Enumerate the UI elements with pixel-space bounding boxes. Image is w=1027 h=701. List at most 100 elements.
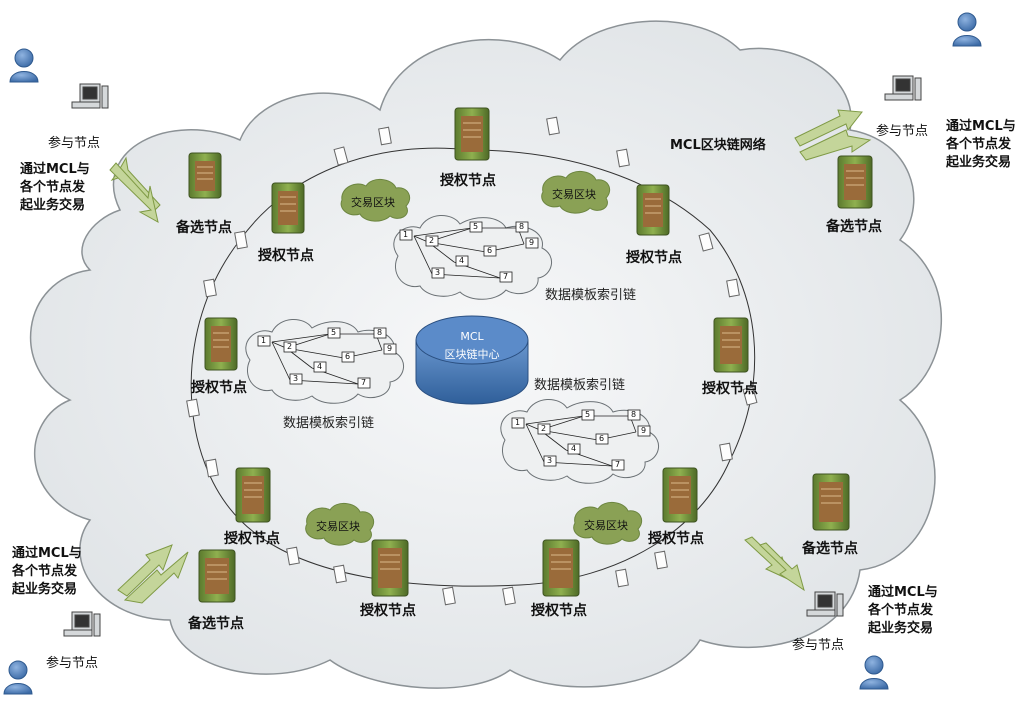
chain-node-9: 9: [387, 344, 393, 353]
chain-node-9: 9: [641, 426, 647, 435]
computer-icon: [71, 83, 109, 109]
hub-label-center: 区块链中心: [444, 348, 500, 361]
index-chain-graphs: [257, 221, 651, 471]
chain-node-9: 9: [529, 238, 535, 247]
chain-node-6: 6: [345, 352, 351, 361]
authorized-node-label: 授权节点: [360, 603, 416, 619]
chain-graph: [399, 221, 539, 283]
chain-node-6: 6: [487, 246, 493, 255]
document-icon: [186, 398, 200, 418]
server-icon: [271, 182, 305, 234]
server-icons: [188, 107, 873, 603]
chain-node-4: 4: [317, 362, 323, 371]
chain-node-8: 8: [631, 410, 637, 419]
document-icon: [698, 232, 714, 252]
authorized-node-label: 授权节点: [258, 248, 314, 264]
chain-node-3: 3: [547, 456, 553, 465]
server-icon: [204, 317, 238, 371]
chain-node-8: 8: [519, 222, 525, 231]
document-icon: [726, 278, 740, 298]
transaction-note: 通过MCL与 各个节点发 起业务交易: [946, 119, 1016, 170]
transaction-block-label: 交易区块: [316, 520, 360, 533]
user-icon: [859, 655, 889, 690]
candidate-node-label: 备选节点: [826, 219, 882, 235]
double-arrow-icon: [109, 109, 872, 604]
document-icon: [205, 458, 219, 478]
hub-label-mcl: MCL: [460, 330, 484, 343]
computer-icon: [884, 75, 922, 101]
server-icon: [188, 152, 222, 199]
document-icon: [234, 230, 248, 250]
candidate-node-label: 备选节点: [176, 220, 232, 236]
participant-node-label: 参与节点: [876, 124, 929, 139]
chain-node-7: 7: [615, 460, 621, 469]
transaction-block-label: 交易区块: [351, 196, 395, 209]
authorized-node-label: 授权节点: [440, 173, 496, 189]
server-icon: [812, 473, 850, 531]
transaction-note: 通过MCL与 各个节点发 起业务交易: [20, 162, 90, 213]
user-icons: [3, 12, 982, 695]
server-icon: [235, 467, 271, 523]
computer-icon: [63, 611, 101, 637]
chain-node-4: 4: [459, 256, 465, 265]
candidate-node-label: 备选节点: [188, 616, 244, 632]
document-icon: [719, 442, 733, 462]
network-title: MCL区块链网络: [670, 138, 766, 153]
transaction-cloud: [573, 502, 643, 545]
document-icon: [502, 586, 516, 606]
server-icon: [662, 467, 698, 523]
authorized-node-label: 授权节点: [531, 603, 587, 619]
chain-node-1: 1: [515, 418, 521, 427]
authorized-node-label: 授权节点: [191, 380, 247, 396]
document-icons: [186, 116, 758, 606]
transaction-cloud: [340, 179, 411, 222]
chain-node-6: 6: [599, 434, 605, 443]
authorized-node-label: 授权节点: [648, 531, 704, 547]
index-chain-label: 数据模板索引链: [534, 378, 626, 393]
user-icon: [3, 660, 33, 695]
index-chain-label: 数据模板索引链: [283, 416, 375, 431]
chain-node-5: 5: [331, 328, 337, 337]
document-icon: [203, 278, 217, 298]
chain-graph: [511, 409, 651, 471]
chain-graph: [257, 327, 397, 389]
chain-node-5: 5: [585, 410, 591, 419]
authorized-node-label: 授权节点: [224, 531, 280, 547]
chain-node-8: 8: [377, 328, 383, 337]
authorized-node-label: 授权节点: [626, 250, 682, 266]
transaction-note: 通过MCL与 各个节点发 起业务交易: [12, 546, 82, 597]
server-icon: [837, 155, 873, 209]
chain-node-3: 3: [435, 268, 441, 277]
participant-node-label: 参与节点: [792, 638, 845, 653]
document-icon: [546, 116, 560, 136]
document-icon: [378, 126, 392, 146]
chain-node-5: 5: [473, 222, 479, 231]
database-icon: [415, 315, 529, 405]
candidate-node-label: 备选节点: [802, 541, 858, 557]
computer-icons: [63, 75, 922, 637]
chain-node-1: 1: [403, 230, 409, 239]
server-icon: [198, 549, 236, 603]
chain-node-1: 1: [261, 336, 267, 345]
user-icon: [952, 12, 982, 47]
document-icon: [616, 148, 630, 168]
server-icon: [713, 317, 749, 373]
document-icon: [615, 568, 629, 588]
document-icon: [286, 546, 300, 566]
chain-node-7: 7: [361, 378, 367, 387]
document-icon: [333, 564, 347, 584]
server-icon: [454, 107, 490, 161]
transaction-note: 通过MCL与 各个节点发 起业务交易: [868, 585, 938, 636]
transaction-block-label: 交易区块: [552, 188, 596, 201]
transaction-cloud: [541, 171, 611, 214]
user-icon: [9, 48, 39, 83]
server-icon: [542, 539, 580, 597]
server-icon: [636, 184, 670, 236]
chain-node-2: 2: [287, 342, 293, 351]
participant-node-label: 参与节点: [48, 136, 101, 151]
chain-node-4: 4: [571, 444, 577, 453]
transaction-block-label: 交易区块: [584, 519, 628, 532]
transaction-cloud: [305, 503, 375, 546]
transaction-clouds: [305, 171, 643, 546]
